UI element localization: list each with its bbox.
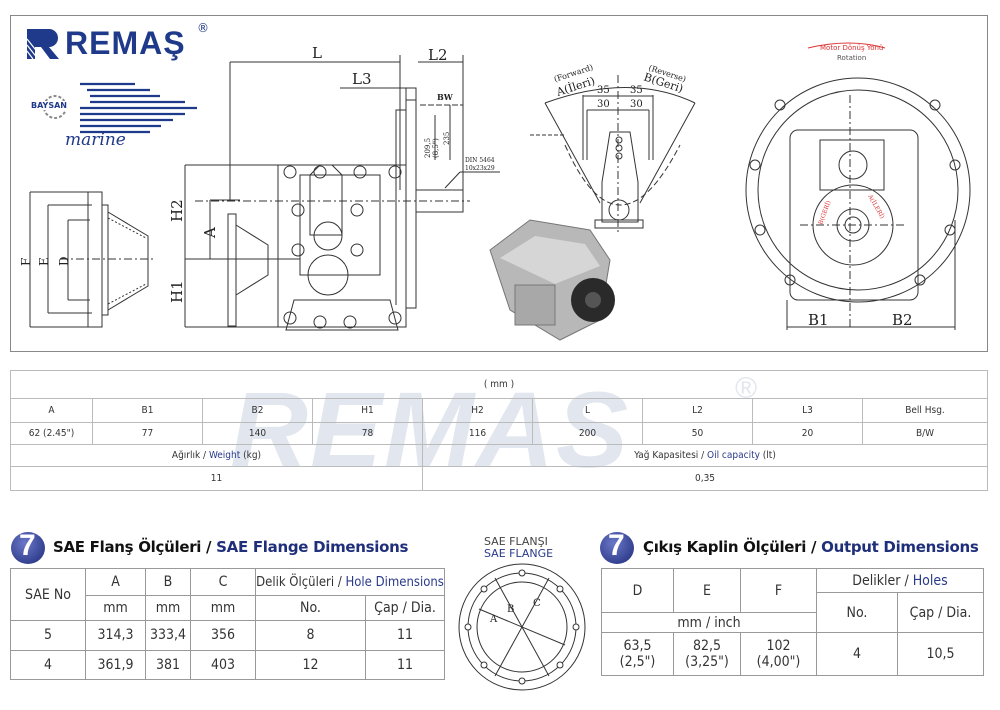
svg-text:(8,5"): (8,5") [432, 138, 440, 158]
svg-text:30: 30 [597, 99, 610, 110]
svg-text:B1: B1 [808, 311, 829, 329]
svg-text:C: C [533, 598, 541, 609]
svg-text:DIN 5464: DIN 5464 [465, 157, 495, 164]
svg-text:35: 35 [630, 85, 643, 96]
output-title: Çıkış Kaplin Ölçüleri / Output Dimension… [643, 538, 979, 556]
sae-flange-diagram: B C A [458, 563, 586, 691]
section-icon [11, 532, 45, 564]
weight-label: Ağırlık / Weight (kg) [10, 444, 423, 467]
oil-value: 0,35 [422, 466, 988, 491]
svg-text:10x23x29: 10x23x29 [465, 165, 495, 172]
remas-logo: REMAŞ ® [25, 21, 215, 61]
svg-text:E: E [37, 257, 51, 266]
svg-text:D: D [57, 256, 71, 266]
oil-label: Yağ Kapasitesi / Oil capacity (lt) [422, 444, 988, 467]
svg-text:F: F [19, 258, 33, 266]
svg-text:A(İLERİ): A(İLERİ) [866, 193, 886, 220]
drawing-panel [10, 15, 988, 352]
svg-text:A: A [489, 614, 498, 625]
svg-text:209,5: 209,5 [424, 138, 432, 158]
weight-value: 11 [10, 466, 423, 491]
svg-text:A: A [201, 227, 219, 239]
svg-text:BW: BW [437, 92, 454, 102]
svg-text:L2: L2 [428, 46, 448, 64]
svg-text:Rotation: Rotation [837, 54, 866, 62]
svg-text:Motor Dönüş Yönü: Motor Dönüş Yönü [820, 44, 883, 52]
svg-text:35: 35 [597, 85, 610, 96]
remas-r-icon [26, 29, 59, 60]
svg-text:30: 30 [630, 99, 643, 110]
technical-drawing: L L2 L3 BW 209,5 (8,5") 235 DIN 5464 10x… [19, 42, 971, 341]
section-icon [600, 532, 634, 564]
sae-title: SAE Flanş Ölçüleri / SAE Flange Dimensio… [53, 538, 409, 556]
svg-text:H2: H2 [168, 199, 186, 222]
svg-text:L: L [312, 44, 322, 62]
svg-text:235: 235 [443, 132, 451, 145]
svg-text:L3: L3 [352, 70, 372, 88]
svg-text:B: B [507, 604, 514, 615]
svg-text:H1: H1 [168, 280, 186, 303]
baysan-marine-logo: BAYSAN marine [25, 82, 200, 152]
svg-text:B2: B2 [892, 311, 913, 329]
gearbox-photo [489, 219, 615, 341]
